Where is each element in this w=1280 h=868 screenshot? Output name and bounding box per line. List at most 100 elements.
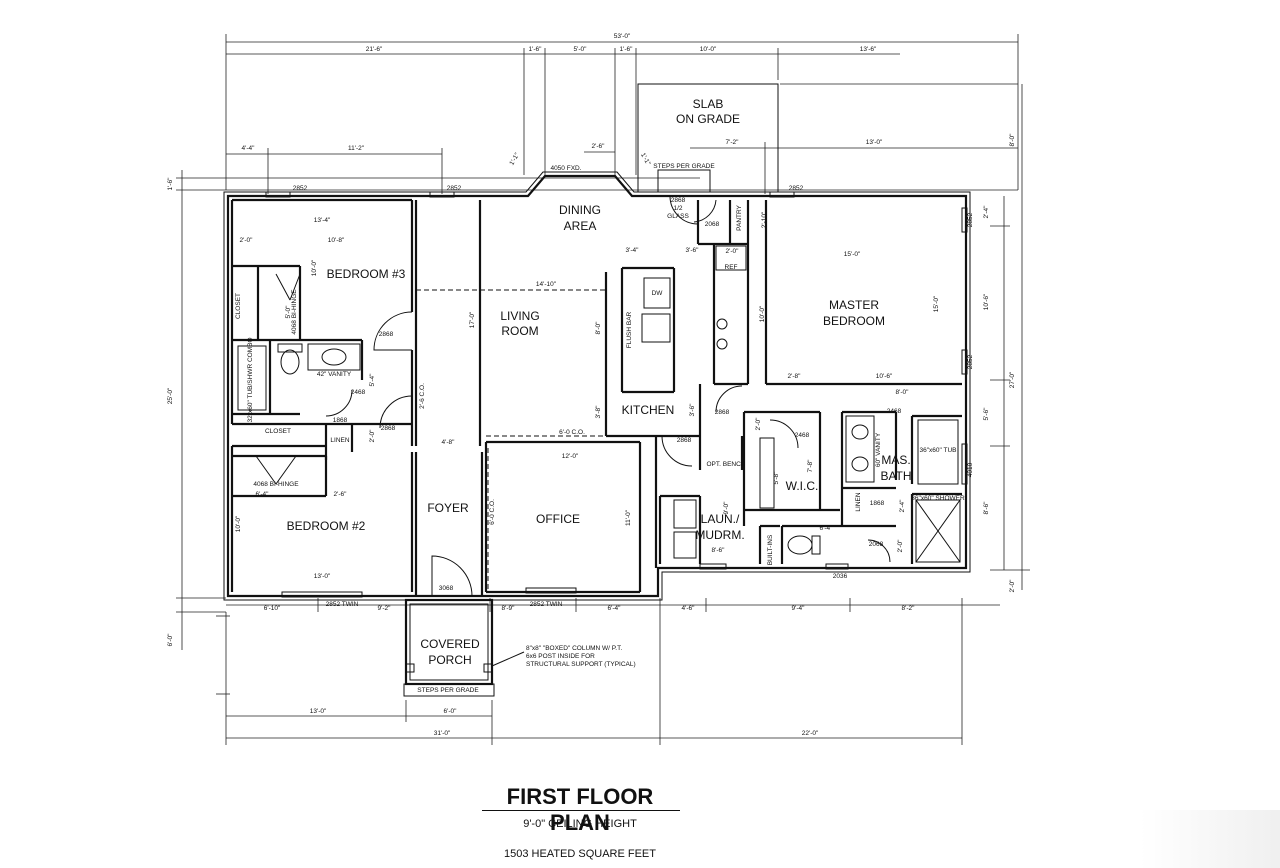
svg-text:STEPS PER GRADE: STEPS PER GRADE <box>653 163 715 170</box>
svg-text:2036: 2036 <box>833 573 848 580</box>
svg-text:60" VANITY: 60" VANITY <box>875 432 882 467</box>
svg-text:13'-0": 13'-0" <box>314 573 331 580</box>
svg-text:2'-0": 2'-0" <box>369 429 376 443</box>
svg-text:2'-10": 2'-10" <box>761 211 768 228</box>
svg-text:6'-4": 6'-4" <box>256 491 270 498</box>
svg-text:2852: 2852 <box>293 185 308 192</box>
svg-text:6'-0": 6'-0" <box>167 633 174 647</box>
svg-text:4'-6": 4'-6" <box>682 605 696 612</box>
svg-text:10'-6": 10'-6" <box>983 293 990 310</box>
svg-text:10'-0": 10'-0" <box>235 515 242 532</box>
svg-text:CLOSET: CLOSET <box>265 428 291 435</box>
svg-text:REF: REF <box>725 264 738 271</box>
plan-title: FIRST FLOOR PLAN <box>506 784 654 835</box>
svg-text:2'-4": 2'-4" <box>983 205 990 219</box>
interior-walls <box>230 198 962 596</box>
svg-text:4050 FXD.: 4050 FXD. <box>550 165 581 172</box>
slab-label: SLAB <box>693 97 724 111</box>
foyer-label: FOYER <box>427 501 469 515</box>
svg-text:3068: 3068 <box>439 585 454 592</box>
svg-text:8'-9": 8'-9" <box>502 605 516 612</box>
svg-text:4'-4": 4'-4" <box>242 145 256 152</box>
svg-text:42" VANITY: 42" VANITY <box>317 371 352 378</box>
top-steps <box>657 169 711 193</box>
svg-text:25'-0": 25'-0" <box>167 387 174 404</box>
square-footage: 1503 HEATED SQUARE FEET <box>503 848 656 860</box>
living-room-label: LIVING <box>500 309 539 323</box>
svg-text:8'-6": 8'-6" <box>983 501 990 515</box>
svg-text:2068: 2068 <box>705 221 720 228</box>
svg-text:5'-0": 5'-0" <box>285 305 292 319</box>
dimension-lines <box>176 34 1030 745</box>
svg-text:PANTRY: PANTRY <box>736 204 743 230</box>
svg-text:12'-0": 12'-0" <box>562 453 579 460</box>
svg-text:1/2: 1/2 <box>673 205 682 212</box>
svg-text:1'-6": 1'-6" <box>620 46 634 53</box>
svg-text:FLUSH BAR: FLUSH BAR <box>626 311 633 348</box>
master-bath-label: MAS. <box>881 453 910 467</box>
svg-text:2068: 2068 <box>869 541 884 548</box>
svg-text:9'-0": 9'-0" <box>723 501 730 515</box>
svg-text:2852: 2852 <box>967 354 974 369</box>
svg-text:DW: DW <box>652 290 664 297</box>
svg-text:2852: 2852 <box>447 185 462 192</box>
svg-text:36"x60" SHOWER: 36"x60" SHOWER <box>911 495 965 502</box>
fixture-labels: CLOSET CLOSET LINEN LINEN PANTRY REF DW … <box>235 163 974 694</box>
svg-text:5'-4": 5'-4" <box>369 373 376 387</box>
svg-text:STRUCTURAL SUPPORT (TYPICAL): STRUCTURAL SUPPORT (TYPICAL) <box>526 661 636 668</box>
svg-text:2468: 2468 <box>887 408 902 415</box>
svg-text:1868: 1868 <box>333 417 348 424</box>
svg-text:6'-4": 6'-4" <box>820 525 834 532</box>
svg-text:8'-0": 8'-0" <box>896 389 910 396</box>
windows <box>265 191 968 598</box>
svg-text:9'-4": 9'-4" <box>792 605 806 612</box>
svg-text:13'-0": 13'-0" <box>310 708 327 715</box>
svg-text:11'-0": 11'-0" <box>625 509 632 526</box>
svg-text:OPT. BENCH: OPT. BENCH <box>706 461 745 468</box>
covered-porch-label: COVERED <box>420 637 480 651</box>
svg-text:BUILT-INS: BUILT-INS <box>767 534 774 565</box>
svg-text:4010: 4010 <box>967 462 974 477</box>
svg-text:13'-6": 13'-6" <box>860 46 877 53</box>
svg-text:15'-0": 15'-0" <box>844 251 861 258</box>
covered-porch-label-2: PORCH <box>428 653 471 667</box>
svg-text:2852 TWIN: 2852 TWIN <box>326 601 359 608</box>
svg-text:2468: 2468 <box>351 389 366 396</box>
living-room-label-2: ROOM <box>501 324 538 338</box>
watermark <box>1140 810 1280 868</box>
svg-text:1'-1": 1'-1" <box>639 152 652 167</box>
laundry-label-2: MUDRM. <box>695 528 744 542</box>
svg-text:2'-0": 2'-0" <box>755 417 762 431</box>
svg-text:STEPS PER GRADE: STEPS PER GRADE <box>417 687 479 694</box>
svg-text:7'-2": 7'-2" <box>726 139 740 146</box>
ceiling-height: 9'-0" CEILING HEIGHT <box>523 818 637 830</box>
svg-text:3'-6": 3'-6" <box>689 403 696 417</box>
laundry-label: LAUN./ <box>701 512 740 526</box>
svg-text:LINEN: LINEN <box>855 492 862 511</box>
svg-text:5'-8": 5'-8" <box>773 471 780 485</box>
dining-area-label: DINING <box>559 203 601 217</box>
svg-text:8'-2": 8'-2" <box>902 605 916 612</box>
svg-text:10'-0": 10'-0" <box>700 46 717 53</box>
svg-text:6x6 POST INSIDE FOR: 6x6 POST INSIDE FOR <box>526 653 595 660</box>
svg-text:2852 TWIN: 2852 TWIN <box>530 601 563 608</box>
svg-text:2868: 2868 <box>381 425 396 432</box>
kitchen-label: KITCHEN <box>622 403 675 417</box>
svg-text:13'-0": 13'-0" <box>866 139 883 146</box>
svg-text:1'-6": 1'-6" <box>167 177 174 191</box>
svg-text:3'-8": 3'-8" <box>595 405 602 419</box>
svg-text:8'-0": 8'-0" <box>595 321 602 335</box>
svg-text:1'-1": 1'-1" <box>508 151 521 166</box>
svg-text:17'-0": 17'-0" <box>469 311 476 328</box>
svg-text:2468: 2468 <box>795 432 810 439</box>
svg-text:2852: 2852 <box>789 185 804 192</box>
svg-text:10'-0": 10'-0" <box>311 259 318 276</box>
svg-text:2'-0": 2'-0" <box>240 237 254 244</box>
svg-text:2'-6 C.O.: 2'-6 C.O. <box>419 383 426 409</box>
svg-text:31'-0": 31'-0" <box>434 730 451 737</box>
svg-text:27'-0": 27'-0" <box>1009 371 1016 388</box>
svg-text:3'-4": 3'-4" <box>626 247 640 254</box>
svg-text:8"x8" "BOXED" COLUMN W/ P.T.: 8"x8" "BOXED" COLUMN W/ P.T. <box>526 645 622 652</box>
svg-text:14'-10": 14'-10" <box>536 281 557 288</box>
